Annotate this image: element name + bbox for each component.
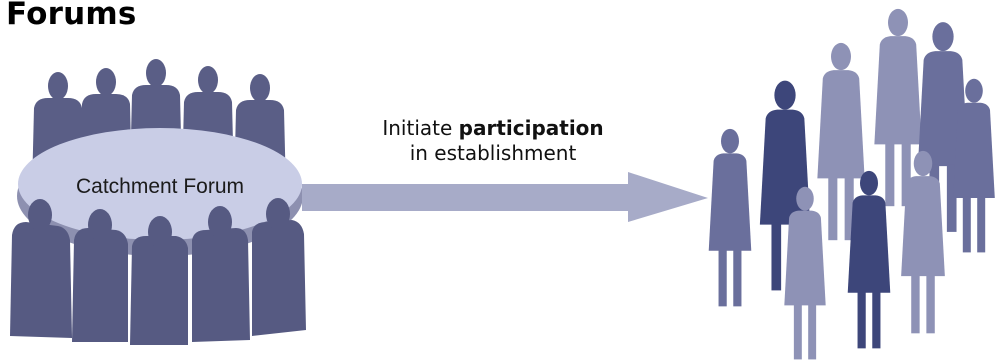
right-arrow-icon <box>302 172 708 222</box>
annotation-prefix: Initiate <box>382 116 453 140</box>
crowd-group <box>708 8 995 360</box>
front-row-people <box>10 198 306 345</box>
annotation-line-2: in establishment <box>409 141 577 165</box>
annotation-line-1: Initiate participation <box>328 116 658 141</box>
person-icon <box>847 170 891 349</box>
page-title: Forums <box>6 0 137 32</box>
annotation-emphasis: participation <box>458 116 604 140</box>
person-icon <box>708 128 752 307</box>
participation-annotation: Initiate participation in establishment <box>328 116 658 166</box>
forum-label: Catchment Forum <box>76 175 244 198</box>
forum-group: Catchment Forum <box>10 59 306 345</box>
